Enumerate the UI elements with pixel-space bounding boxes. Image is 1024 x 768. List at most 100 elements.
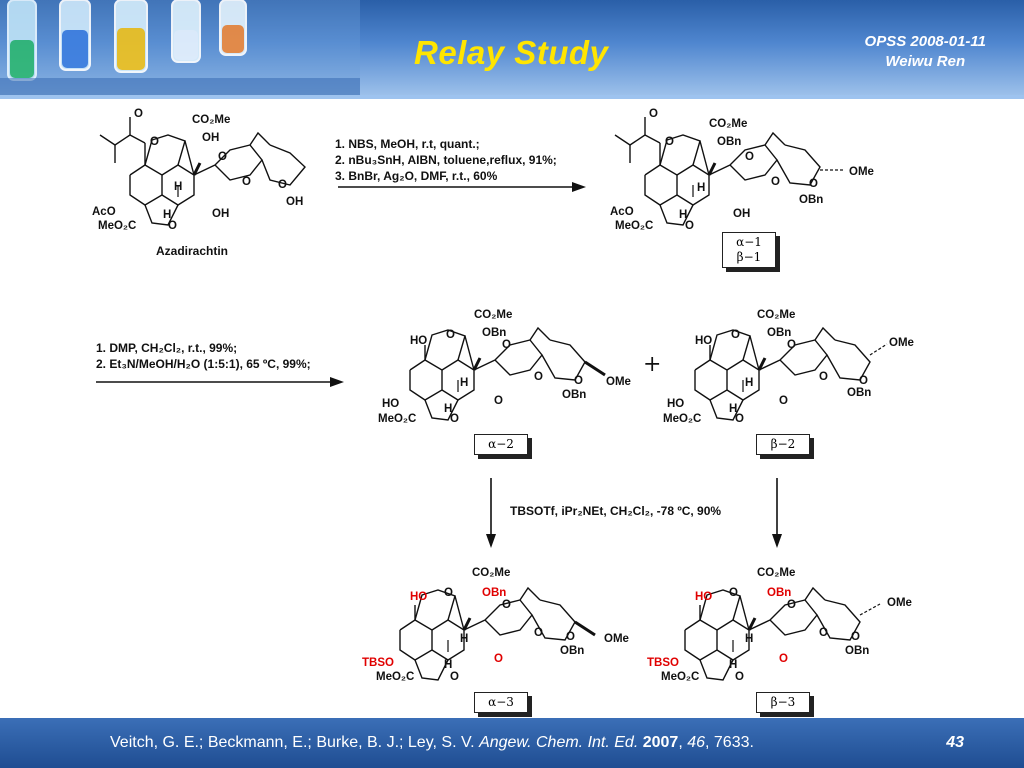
svg-text:OBn: OBn: [482, 587, 506, 599]
slide-header: Relay Study OPSS 2008-01-11 Weiwu Ren: [0, 0, 1024, 95]
svg-text:OBn: OBn: [560, 645, 584, 657]
svg-text:O: O: [809, 178, 818, 190]
citation-volume: 46: [687, 734, 705, 751]
svg-text:O: O: [450, 413, 459, 425]
citation-authors: Veitch, G. E.; Beckmann, E.; Burke, B. J…: [110, 734, 480, 751]
svg-text:CO₂Me: CO₂Me: [757, 309, 795, 321]
svg-text:O: O: [502, 599, 511, 611]
svg-text:O: O: [534, 627, 543, 639]
svg-text:O: O: [819, 371, 828, 383]
svg-text:O: O: [685, 220, 694, 232]
svg-text:O: O: [494, 395, 503, 407]
svg-text:O: O: [450, 671, 459, 683]
svg-text:OH: OH: [286, 196, 303, 208]
svg-text:HO: HO: [410, 591, 427, 603]
svg-text:O: O: [787, 599, 796, 611]
svg-text:OBn: OBn: [562, 389, 586, 401]
svg-text:O: O: [134, 108, 143, 120]
svg-text:O: O: [851, 631, 860, 643]
svg-text:AcO: AcO: [610, 206, 634, 218]
svg-text:HO: HO: [695, 335, 712, 347]
svg-text:O: O: [729, 587, 738, 599]
svg-text:O: O: [771, 176, 780, 188]
slide-footer: Veitch, G. E.; Beckmann, E.; Burke, B. J…: [0, 718, 1024, 768]
arrow-step2: [96, 377, 344, 387]
svg-text:OBn: OBn: [767, 587, 791, 599]
svg-text:MeO₂C: MeO₂C: [615, 220, 653, 232]
svg-text:OH: OH: [212, 208, 229, 220]
svg-text:H: H: [729, 403, 737, 415]
arrow-step3-alpha: [486, 478, 496, 548]
svg-text:O: O: [649, 108, 658, 120]
svg-text:O: O: [745, 151, 754, 163]
svg-text:O: O: [494, 653, 503, 665]
meta-date: OPSS 2008-01-11: [864, 33, 986, 50]
svg-text:HO: HO: [695, 591, 712, 603]
svg-text:O: O: [735, 413, 744, 425]
compound-1-label: α−1 β−1: [722, 232, 776, 268]
svg-text:CO₂Me: CO₂Me: [474, 309, 512, 321]
svg-text:MeO₂C: MeO₂C: [378, 413, 416, 425]
svg-text:H: H: [444, 659, 452, 671]
svg-text:MeO₂C: MeO₂C: [661, 671, 699, 683]
svg-text:H: H: [444, 403, 452, 415]
svg-text:O: O: [859, 375, 868, 387]
page-number: 43: [946, 734, 964, 751]
svg-text:CO₂Me: CO₂Me: [472, 567, 510, 579]
citation: Veitch, G. E.; Beckmann, E.; Burke, B. J…: [110, 734, 754, 751]
svg-text:HO: HO: [382, 398, 399, 410]
svg-text:OMe: OMe: [889, 337, 914, 349]
svg-text:H: H: [729, 659, 737, 671]
svg-text:O: O: [566, 631, 575, 643]
svg-text:MeO₂C: MeO₂C: [663, 413, 701, 425]
svg-text:MeO₂C: MeO₂C: [98, 220, 136, 232]
lab-glassware-illustration: [0, 0, 360, 95]
svg-text:O: O: [665, 136, 674, 148]
svg-text:OBn: OBn: [767, 327, 791, 339]
svg-text:HO: HO: [667, 398, 684, 410]
svg-text:OBn: OBn: [845, 645, 869, 657]
citation-journal: Angew. Chem. Int. Ed.: [479, 734, 639, 751]
alpha-3-label: α−3: [474, 692, 528, 713]
svg-text:OMe: OMe: [849, 166, 874, 178]
svg-text:OMe: OMe: [604, 633, 629, 645]
svg-text:O: O: [150, 136, 159, 148]
svg-text:TBSO: TBSO: [362, 657, 394, 669]
svg-text:OBn: OBn: [847, 387, 871, 399]
svg-text:OH: OH: [202, 132, 219, 144]
arrow-step1: [338, 182, 586, 192]
beta-3-label: β−3: [756, 692, 810, 713]
azadirachtin-label: Azadirachtin: [156, 244, 229, 258]
svg-text:CO₂Me: CO₂Me: [192, 114, 230, 126]
svg-text:O: O: [242, 176, 251, 188]
plus-sign: +: [643, 352, 662, 377]
svg-text:O: O: [218, 151, 227, 163]
svg-text:O: O: [502, 339, 511, 351]
citation-year: 2007: [642, 734, 679, 751]
step2-conditions: 1. DMP, CH₂Cl₂, r.t., 99%; 2. Et₃N/MeOH/…: [96, 341, 311, 371]
beta-2-label: β−2: [756, 434, 810, 455]
svg-text:OBn: OBn: [717, 136, 741, 148]
svg-text:CO₂Me: CO₂Me: [757, 567, 795, 579]
slide-title: Relay Study: [414, 34, 609, 71]
svg-text:H: H: [697, 182, 705, 194]
arrow-step3-beta: [772, 478, 782, 548]
svg-text:OMe: OMe: [606, 376, 631, 388]
slide-meta: OPSS 2008-01-11 Weiwu Ren: [865, 32, 986, 72]
structure-beta-2: HO O CO₂Me OBn H HO MeO₂C H O O O O O OM…: [663, 309, 914, 425]
svg-text:O: O: [168, 220, 177, 232]
svg-text:H: H: [460, 633, 468, 645]
svg-text:O: O: [779, 653, 788, 665]
svg-text:TBSO: TBSO: [647, 657, 679, 669]
structure-compound-1: O O CO₂Me OBn H AcO MeO₂C H O OH O O O O…: [610, 108, 874, 232]
citation-pages: , 7633.: [705, 734, 754, 751]
svg-text:AcO: AcO: [92, 206, 116, 218]
svg-text:H: H: [745, 633, 753, 645]
svg-text:H: H: [163, 209, 171, 221]
svg-text:CO₂Me: CO₂Me: [709, 118, 747, 130]
svg-text:O: O: [735, 671, 744, 683]
svg-text:H: H: [679, 209, 687, 221]
alpha-2-label: α−2: [474, 434, 528, 455]
svg-text:OMe: OMe: [887, 597, 912, 609]
svg-text:O: O: [731, 329, 740, 341]
